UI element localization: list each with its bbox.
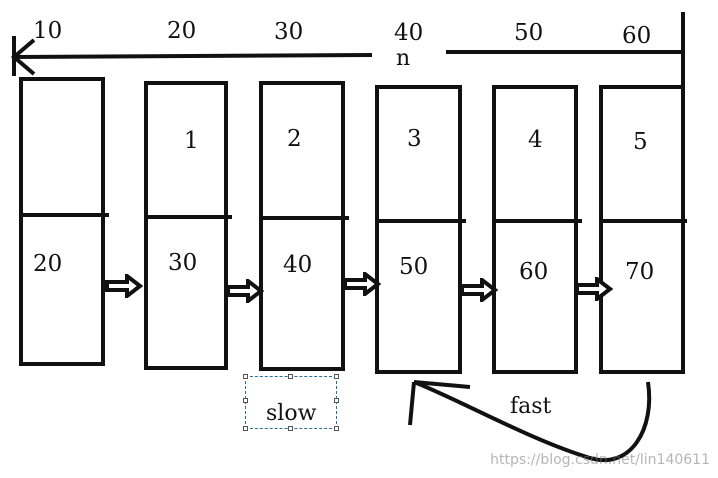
- node-value: 70: [625, 259, 655, 285]
- node-value: 30: [168, 250, 198, 276]
- top-value-60: 60: [622, 23, 652, 49]
- n-label: n: [396, 46, 411, 71]
- fast-arrow-head-b: [413, 380, 471, 389]
- node-index: 5: [633, 129, 648, 155]
- slow-label: slow: [266, 401, 317, 426]
- node-value: 40: [283, 252, 313, 278]
- next-pointer-arrow-0: [105, 274, 143, 298]
- top-value-40: 40: [394, 20, 424, 46]
- n-arrow-line-left: [13, 53, 373, 59]
- fast-curve-arrow: [413, 380, 652, 462]
- node-index: 4: [528, 127, 543, 153]
- fast-label: fast: [510, 394, 552, 419]
- slow-selection-box[interactable]: slow: [243, 374, 339, 431]
- top-value-10: 10: [33, 18, 63, 44]
- node-index: 2: [287, 126, 302, 152]
- list-node-5: 5 70: [599, 85, 687, 374]
- list-node-4: 4 60: [492, 85, 582, 374]
- node-value: 50: [399, 254, 429, 280]
- list-node-1: 1 30: [144, 81, 232, 370]
- next-pointer-arrow-3: [460, 278, 498, 302]
- next-pointer-arrow-1: [226, 279, 264, 303]
- next-pointer-arrow-2: [343, 272, 381, 296]
- list-node-2: 2 40: [259, 81, 349, 371]
- top-value-30: 30: [274, 19, 304, 45]
- node-value: 60: [519, 259, 549, 285]
- top-value-20: 20: [167, 18, 197, 44]
- top-value-50: 50: [514, 20, 544, 46]
- list-node-0: 20: [19, 77, 109, 366]
- node-index: 3: [407, 126, 422, 152]
- node-index: 1: [184, 128, 199, 154]
- list-node-3: 3 50: [375, 85, 466, 374]
- watermark: https://blog.csdn.net/lin140611: [490, 452, 710, 468]
- node-value: 20: [33, 251, 63, 277]
- fast-arrow-head-a: [408, 381, 416, 426]
- next-pointer-arrow-4: [575, 277, 613, 301]
